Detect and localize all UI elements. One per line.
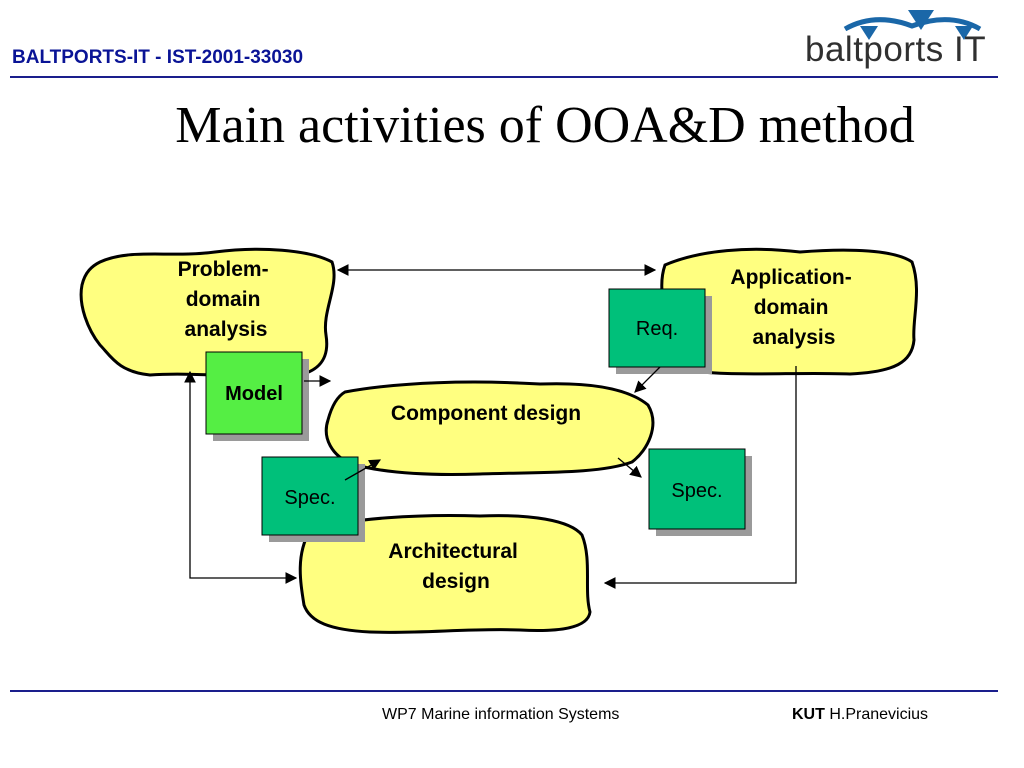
header-rule — [10, 76, 998, 78]
footer-org: KUT — [792, 706, 825, 723]
model-label: Model — [225, 383, 283, 405]
slide-title: Main activities of OOA&D method — [175, 97, 915, 154]
problem-domain-label: Problem- domain analysis — [178, 258, 275, 341]
spec-right-label: Spec. — [671, 480, 722, 502]
footer-credit: KUT H.Pranevicius — [792, 706, 928, 724]
arrow-spec-left-component — [344, 459, 382, 481]
logo-triangle-icon — [908, 10, 934, 30]
spec-left-label: Spec. — [284, 487, 335, 509]
architectural-design-cloud — [298, 514, 592, 634]
logo-text: baltports IT — [805, 30, 987, 69]
architectural-design-label: Architectural design — [388, 540, 523, 593]
logo-wave — [843, 17, 982, 32]
spec-right-box — [648, 448, 746, 530]
baltports-logo — [843, 10, 982, 40]
req-box — [608, 288, 706, 368]
footer-author: H.Pranevicius — [829, 706, 929, 723]
logo-triangle-icon — [955, 26, 973, 40]
arrow-req-component — [634, 366, 661, 393]
footer-rule — [10, 690, 998, 692]
arrow-architectural-problem — [184, 370, 298, 584]
logo-triangle-icon — [860, 26, 878, 40]
footer-project: WP7 Marine information Systems — [382, 706, 620, 723]
component-design-label: Component design — [391, 402, 581, 425]
header-title: BALTPORTS-IT - IST-2001-33030 — [12, 47, 304, 68]
arrow-component-spec-right — [617, 457, 642, 478]
application-domain-label: Application- domain analysis — [730, 266, 857, 349]
component-design-cloud — [324, 380, 655, 477]
req-label: Req. — [636, 318, 678, 340]
arrow-application-architectural — [603, 366, 797, 589]
